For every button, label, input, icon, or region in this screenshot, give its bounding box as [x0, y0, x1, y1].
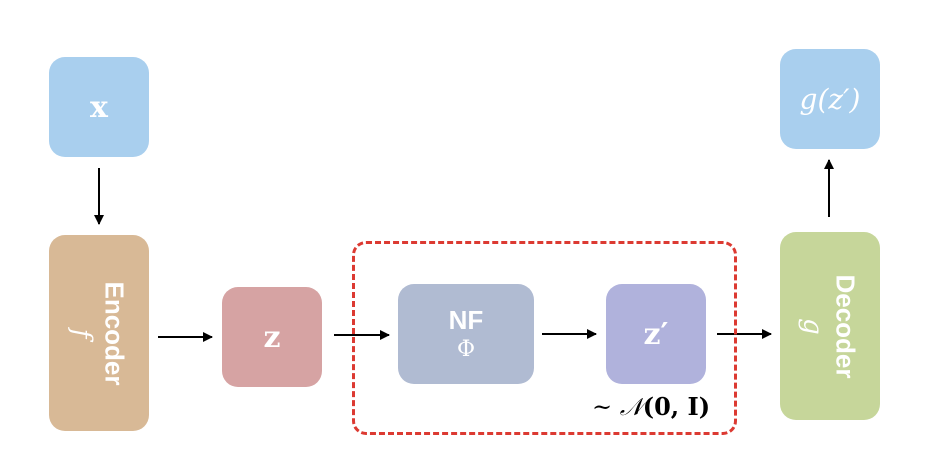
- normalizing-flow-node: NF Φ: [398, 284, 534, 384]
- distribution-label: ~ 𝒩(0, I): [592, 392, 710, 421]
- decoder-title: Decoder: [830, 273, 861, 379]
- encoder-rotated-label: Encoder f: [66, 280, 130, 386]
- latent-flow-group-box: [352, 241, 737, 435]
- distribution-prefix: ~: [592, 393, 620, 421]
- distribution-args: (0, I): [642, 392, 711, 421]
- input-x-label: x: [90, 89, 108, 125]
- latent-z-prime-node: z′: [606, 284, 706, 384]
- distribution-symbol: 𝒩: [619, 393, 643, 421]
- encoder-title: Encoder: [99, 280, 130, 386]
- decoder-node: Decoder g: [780, 232, 880, 420]
- output-label: g(z′): [799, 82, 861, 116]
- latent-z-node: z: [222, 287, 322, 387]
- nf-title: NF: [448, 304, 484, 335]
- encoder-node: Encoder f: [49, 235, 149, 431]
- output-g-z-prime-node: g(z′): [780, 49, 880, 149]
- decoder-rotated-label: Decoder g: [797, 273, 861, 379]
- latent-z-label: z: [263, 319, 281, 355]
- encoder-symbol: f: [66, 328, 97, 338]
- nf-symbol: Φ: [456, 336, 476, 362]
- latent-z-prime-label: z′: [643, 316, 669, 352]
- input-x-node: x: [49, 57, 149, 157]
- decoder-symbol: g: [797, 317, 828, 335]
